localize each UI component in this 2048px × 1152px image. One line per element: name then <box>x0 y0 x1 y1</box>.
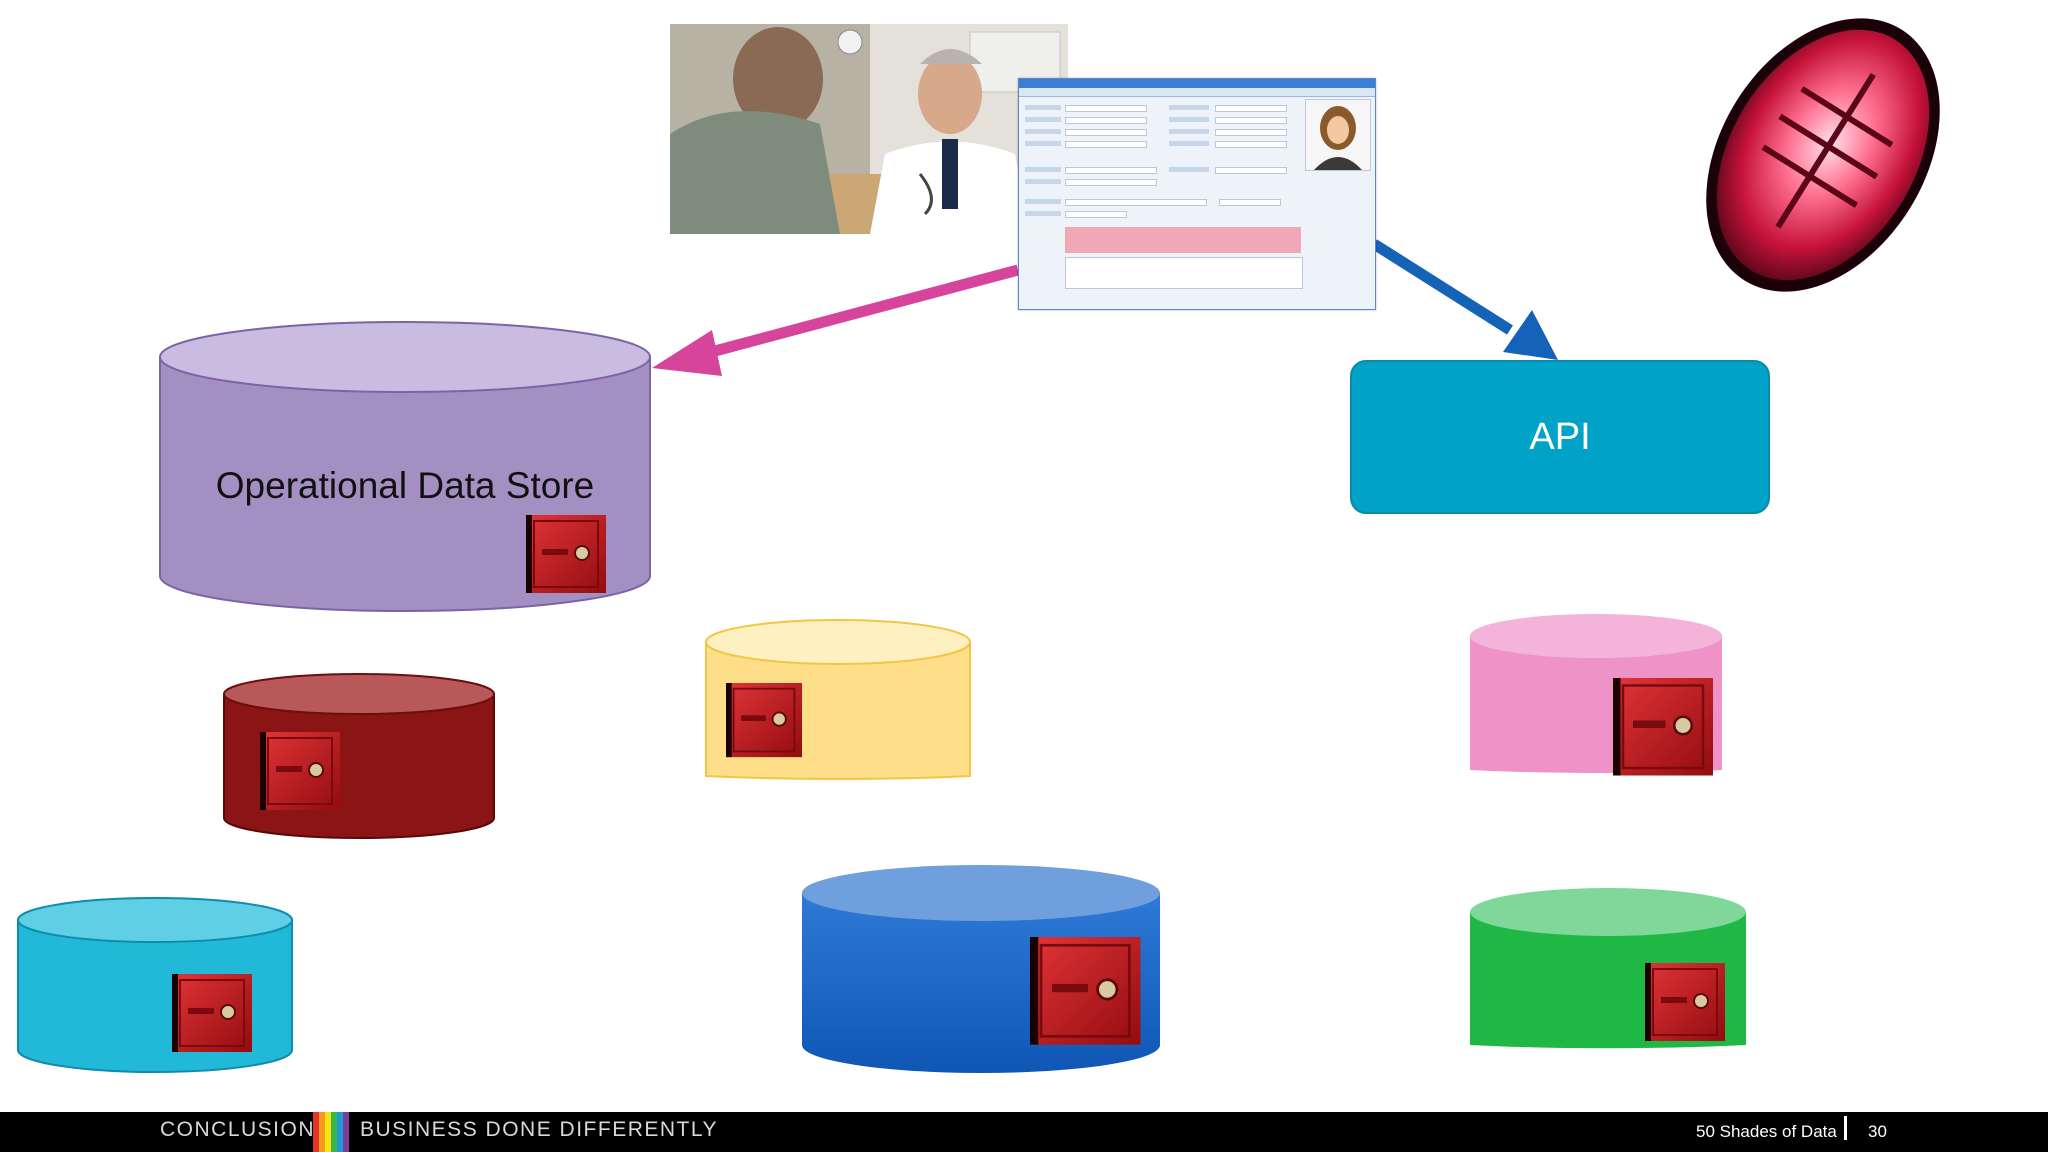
doctor-photo <box>670 24 1068 234</box>
ods-cylinder <box>159 321 651 612</box>
footer-section: CONCLUSION <box>160 1118 316 1141</box>
blue-cylinder <box>802 865 1160 1073</box>
pink-cylinder <box>1470 614 1722 777</box>
api-label: API <box>1529 415 1591 458</box>
cyan-cylinder <box>17 897 293 1073</box>
patient-form-screenshot <box>1018 78 1376 310</box>
safe-icon <box>725 682 803 759</box>
arrow-to-ods <box>652 264 1020 376</box>
safe-icon <box>171 973 253 1053</box>
safe-icon <box>1028 935 1142 1047</box>
safe-icon <box>1611 676 1715 777</box>
footer-page-number: 30 <box>1868 1122 1887 1141</box>
footer-separator <box>1844 1116 1847 1140</box>
dark-red-cylinder <box>223 673 495 839</box>
api-box: API <box>1350 360 1770 514</box>
footer-color-stripes <box>313 1112 349 1152</box>
safe-icon <box>525 514 607 594</box>
safe-icon <box>259 731 341 811</box>
green-cylinder <box>1470 888 1746 1049</box>
arrow-to-api <box>1371 239 1558 360</box>
yellow-cylinder <box>705 619 971 780</box>
footer-deck-title: 50 Shades of Data <box>1696 1122 1837 1141</box>
footer-tagline: BUSINESS DONE DIFFERENTLY <box>360 1118 718 1141</box>
ods-label: Operational Data Store <box>215 465 595 506</box>
alarm-light-icon <box>1706 18 1940 292</box>
safe-icon <box>1644 962 1726 1042</box>
